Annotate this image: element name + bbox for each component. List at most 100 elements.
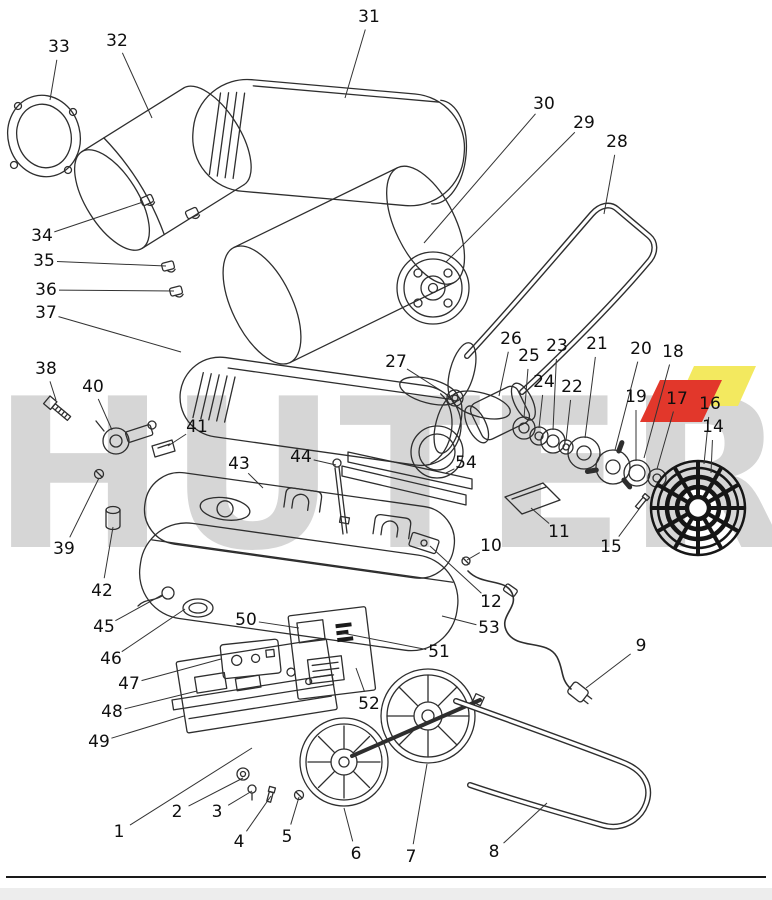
callout-label-32: 32 bbox=[106, 31, 128, 51]
callout-label-46: 46 bbox=[100, 649, 122, 669]
callout-label-42: 42 bbox=[91, 581, 113, 601]
part-tank-upper bbox=[143, 471, 456, 579]
leader-line-47 bbox=[141, 658, 222, 682]
leader-line-8 bbox=[503, 802, 548, 844]
callout-label-15: 15 bbox=[600, 537, 622, 557]
part-fan-guard bbox=[649, 459, 747, 557]
part-cap-46 bbox=[182, 598, 214, 618]
leader-line-41 bbox=[167, 433, 187, 447]
callout-label-43: 43 bbox=[228, 454, 250, 474]
callout-label-28: 28 bbox=[606, 132, 628, 152]
callout-label-48: 48 bbox=[101, 702, 123, 722]
part-motor-hardware bbox=[512, 416, 667, 510]
leader-line-6 bbox=[343, 807, 354, 842]
callout-label-45: 45 bbox=[93, 617, 115, 637]
callout-label-37: 37 bbox=[35, 303, 57, 323]
callout-label-49: 49 bbox=[88, 732, 110, 752]
callout-label-6: 6 bbox=[351, 844, 362, 864]
callout-label-2: 2 bbox=[172, 802, 183, 822]
part-bolt-4 bbox=[266, 785, 277, 803]
footer-rule bbox=[6, 876, 766, 878]
leader-line-2 bbox=[188, 777, 244, 807]
callout-label-19: 19 bbox=[625, 387, 647, 407]
leader-line-28 bbox=[603, 154, 616, 215]
leader-line-43 bbox=[247, 472, 264, 489]
part-power-cord bbox=[467, 570, 593, 705]
part-outer-cylinder bbox=[222, 165, 466, 365]
callout-label-14: 14 bbox=[702, 417, 724, 437]
callout-label-41: 41 bbox=[186, 417, 208, 437]
leader-line-49 bbox=[111, 715, 185, 739]
part-control-box bbox=[219, 638, 282, 680]
callout-label-17: 17 bbox=[666, 389, 688, 409]
leader-line-21 bbox=[584, 356, 596, 439]
leader-line-22 bbox=[565, 399, 572, 442]
leader-line-46 bbox=[121, 608, 186, 653]
leader-line-17 bbox=[656, 411, 674, 470]
callout-label-5: 5 bbox=[282, 827, 293, 847]
callout-label-18: 18 bbox=[662, 342, 684, 362]
part-fuel-pump bbox=[95, 420, 157, 455]
callout-label-26: 26 bbox=[500, 329, 522, 349]
part-top-cover bbox=[192, 78, 468, 207]
callout-label-12: 12 bbox=[480, 592, 502, 612]
leader-line-34 bbox=[54, 201, 144, 233]
part-knob-42 bbox=[105, 505, 121, 531]
callout-label-54: 54 bbox=[455, 453, 477, 473]
callout-label-21: 21 bbox=[586, 334, 608, 354]
brand-logo bbox=[640, 366, 756, 422]
leader-line-48 bbox=[124, 690, 198, 710]
callout-label-23: 23 bbox=[546, 336, 568, 356]
leader-line-37 bbox=[58, 316, 182, 353]
part-wheel-rear bbox=[380, 668, 476, 764]
part-motor-mount-plate bbox=[396, 251, 470, 325]
part-motor bbox=[464, 382, 536, 444]
leader-line-40 bbox=[97, 398, 113, 431]
callout-label-1: 1 bbox=[114, 822, 125, 842]
part-screw-3 bbox=[247, 784, 257, 801]
leader-line-26 bbox=[498, 351, 509, 397]
part-lower-bar bbox=[171, 674, 335, 711]
leader-line-16 bbox=[703, 416, 710, 465]
callout-label-4: 4 bbox=[234, 832, 245, 852]
leader-line-31 bbox=[344, 29, 366, 99]
callout-label-40: 40 bbox=[82, 377, 104, 397]
leader-line-44 bbox=[313, 459, 337, 466]
leader-line-32 bbox=[121, 52, 153, 119]
part-retaining-clips bbox=[139, 193, 201, 298]
leader-line-20 bbox=[614, 361, 639, 451]
bottom-bar bbox=[0, 888, 772, 900]
part-handle-tube bbox=[464, 202, 658, 395]
leader-line-24 bbox=[538, 394, 544, 429]
part-wheel-front bbox=[299, 717, 389, 807]
callout-label-39: 39 bbox=[53, 539, 75, 559]
callout-label-25: 25 bbox=[518, 346, 540, 366]
part-screw-10 bbox=[461, 556, 471, 566]
callout-label-47: 47 bbox=[118, 674, 140, 694]
leader-line-18 bbox=[643, 364, 671, 459]
leader-line-7 bbox=[412, 763, 428, 845]
leader-line-23 bbox=[552, 358, 557, 431]
callout-label-24: 24 bbox=[533, 372, 555, 392]
part-floor-frame bbox=[453, 698, 652, 830]
leader-line-33 bbox=[49, 59, 58, 101]
part-mounting-rails bbox=[341, 451, 473, 506]
leader-line-54 bbox=[445, 468, 455, 474]
part-tank-lower bbox=[138, 522, 459, 652]
part-support-rod bbox=[332, 458, 351, 535]
leader-line-29 bbox=[445, 131, 576, 263]
leader-line-12 bbox=[429, 545, 482, 594]
part-flange-ring bbox=[7, 94, 81, 178]
leader-line-42 bbox=[103, 526, 114, 579]
part-label-plate bbox=[287, 606, 377, 700]
callout-label-9: 9 bbox=[636, 636, 647, 656]
callout-label-29: 29 bbox=[573, 113, 595, 133]
leader-line-5 bbox=[290, 796, 300, 825]
part-bolt-38 bbox=[42, 395, 72, 422]
callout-label-44: 44 bbox=[290, 447, 312, 467]
leader-line-30 bbox=[423, 113, 536, 244]
part-lower-shell bbox=[179, 356, 462, 467]
